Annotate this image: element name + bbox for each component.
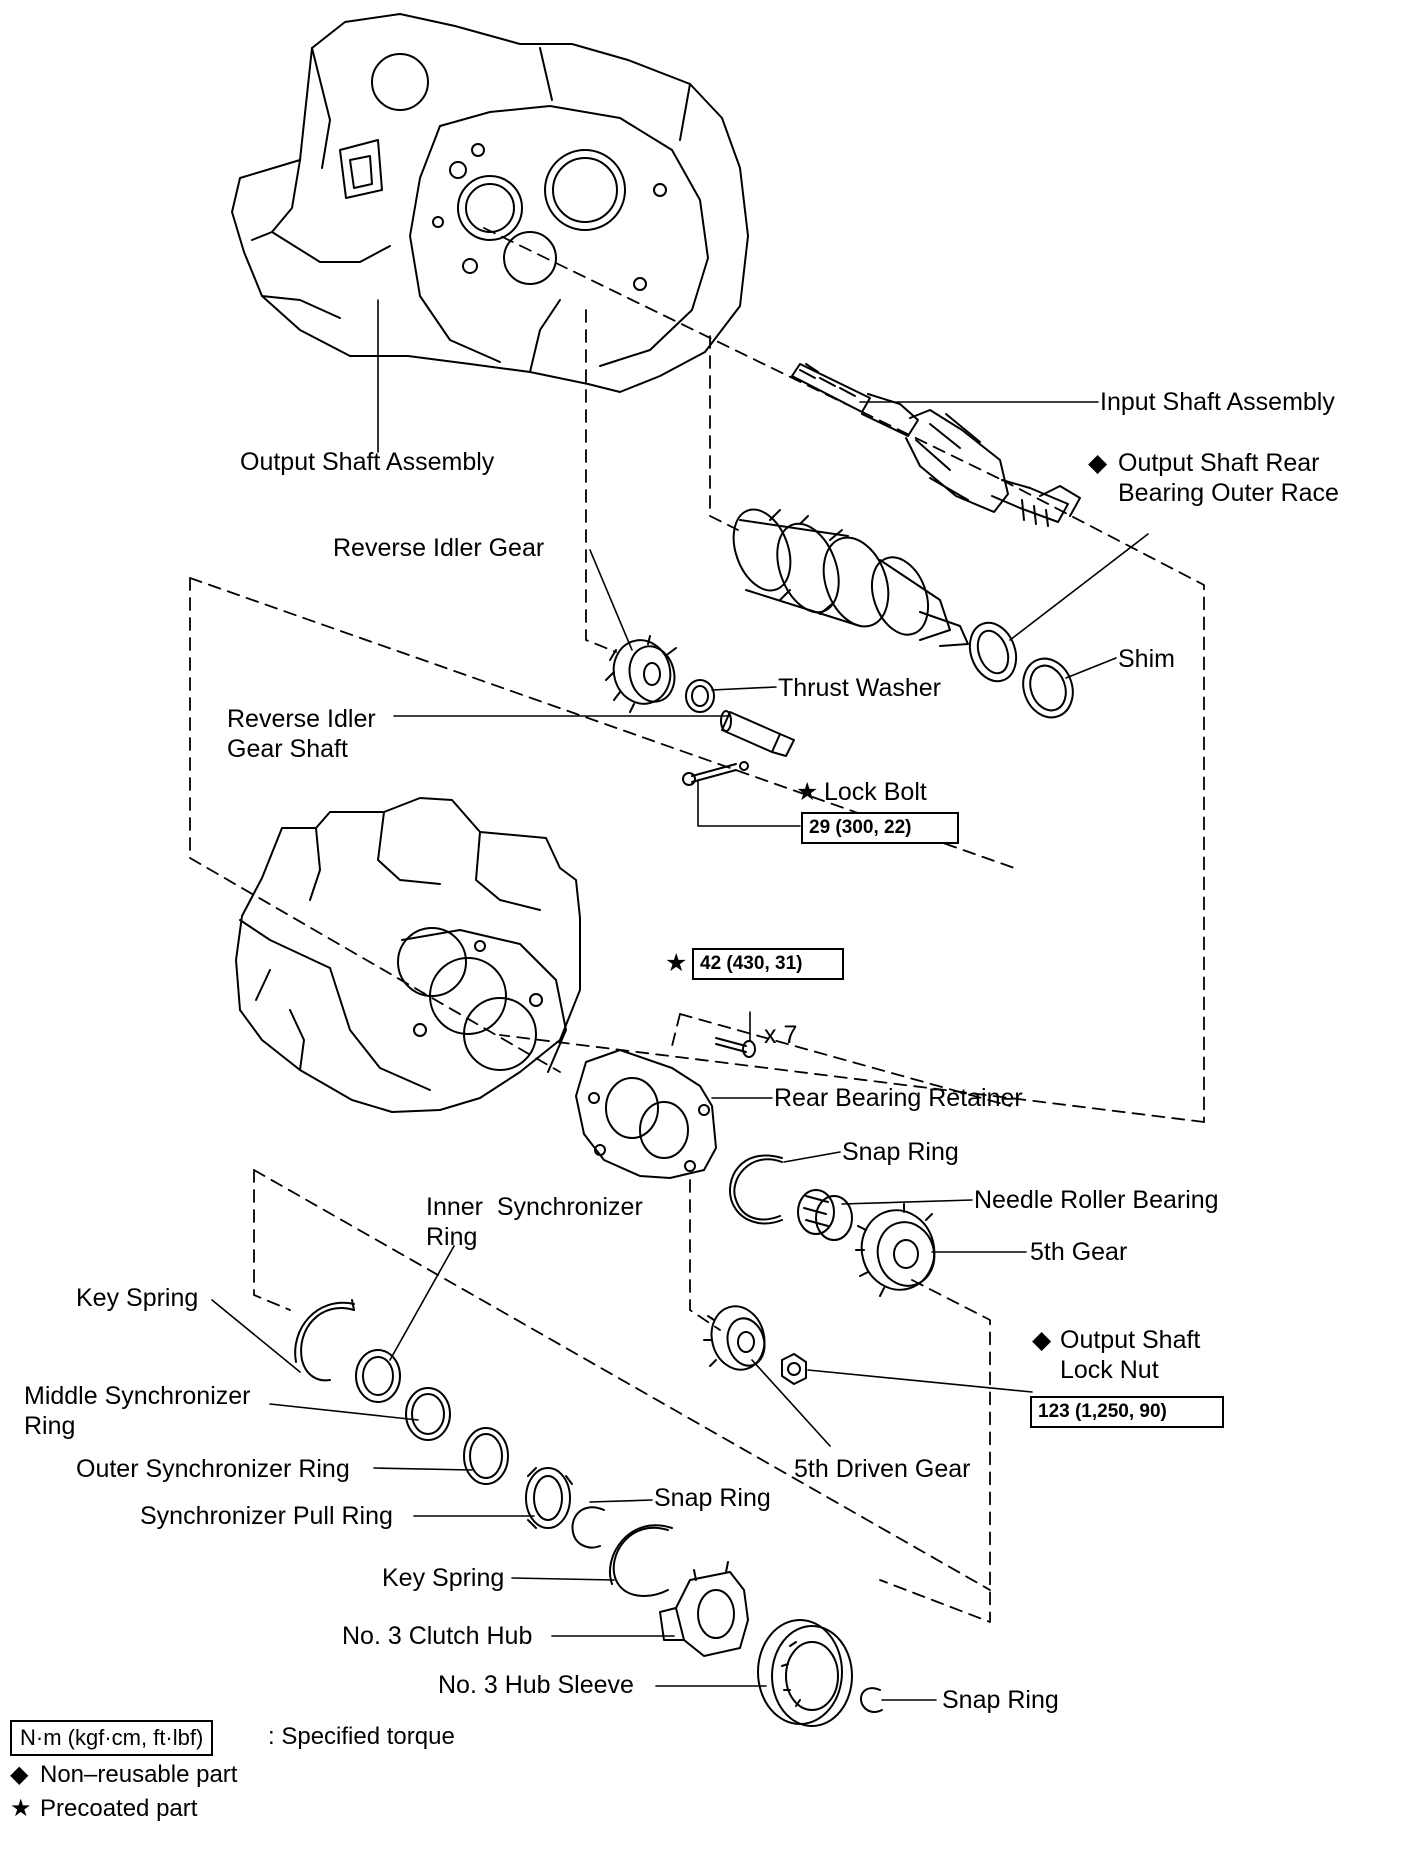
- legend-non-reusable-icon: ◆: [10, 1761, 29, 1788]
- thrust-washer: [685, 679, 715, 713]
- retainer-bolt: [715, 1037, 756, 1058]
- output-shaft-lock-nut: [781, 1353, 807, 1385]
- middle-synchronizer-ring: [405, 1387, 451, 1441]
- key-spring-lower: [609, 1524, 673, 1597]
- legend-torque-desc: : Specified torque: [268, 1723, 455, 1750]
- reverse-idler-gear-shaft: [720, 710, 795, 757]
- label-fifth-gear: 5th Gear: [1030, 1238, 1128, 1266]
- legend-precoated: Precoated part: [40, 1795, 198, 1822]
- label-fifth-driven-gear: 5th Driven Gear: [794, 1455, 971, 1483]
- label-reverse-idler-gear: Reverse Idler Gear: [333, 534, 545, 562]
- transaxle-case-upper: [231, 13, 749, 393]
- torque-lock-nut: 123 (1,250, 90): [1030, 1396, 1224, 1428]
- label-thrust-washer: Thrust Washer: [778, 674, 942, 702]
- label-output-shaft-lock-nut: Output Shaft Lock Nut: [1060, 1326, 1201, 1384]
- rear-bearing-retainer: [575, 1049, 717, 1179]
- label-output-shaft-rear-bearing-outer-race: Output Shaft Rear Bearing Outer Race: [1118, 449, 1339, 507]
- bearing-outer-race: [968, 621, 1018, 683]
- label-output-shaft-assembly: Output Shaft Assembly: [240, 448, 495, 476]
- non-reusable-icon: ◆: [1088, 449, 1108, 477]
- key-spring-upper: [294, 1299, 355, 1382]
- label-reverse-idler-gear-shaft: Reverse Idler Gear Shaft: [227, 705, 376, 763]
- dashed-guide-lines: [189, 227, 1205, 1623]
- label-inner-synchronizer-ring: Inner Synchronizer Ring: [426, 1193, 643, 1251]
- outer-synchronizer-ring: [463, 1427, 509, 1485]
- snap-ring-middle: [571, 1506, 605, 1549]
- no3-clutch-hub: [659, 1561, 749, 1657]
- shim: [1022, 657, 1074, 719]
- inner-synchronizer-ring: [355, 1349, 401, 1403]
- no3-hub-sleeve: [757, 1619, 853, 1727]
- synchronizer-pull-ring: [525, 1467, 573, 1529]
- label-needle-roller-bearing: Needle Roller Bearing: [974, 1186, 1219, 1214]
- label-outer-synchronizer-ring: Outer Synchronizer Ring: [76, 1455, 350, 1483]
- reverse-idler-gear: [605, 635, 677, 713]
- snap-ring-upper: [729, 1154, 783, 1225]
- fifth-gear: [855, 1203, 936, 1297]
- output-shaft-gear-cluster: [732, 508, 969, 647]
- fifth-driven-gear: [703, 1305, 766, 1371]
- label-snap-ring-2: Snap Ring: [654, 1484, 771, 1512]
- label-synchronizer-pull-ring: Synchronizer Pull Ring: [140, 1502, 393, 1530]
- snap-ring-lower: [860, 1687, 883, 1713]
- legend-torque-unit: N·m (kgf·cm, ft·lbf): [10, 1720, 214, 1756]
- label-input-shaft-assembly: Input Shaft Assembly: [1100, 388, 1335, 416]
- precoated-icon-retainer: ★: [665, 949, 688, 977]
- legend-non-reusable: Non–reusable part: [40, 1761, 238, 1788]
- needle-roller-bearing: [797, 1189, 853, 1241]
- torque-retainer-bolts: 42 (430, 31): [692, 948, 844, 980]
- non-reusable-icon-nut: ◆: [1032, 1326, 1052, 1354]
- label-rear-bearing-retainer: Rear Bearing Retainer: [774, 1084, 1023, 1112]
- label-key-spring-2: Key Spring: [382, 1564, 505, 1592]
- label-no3-hub-sleeve: No. 3 Hub Sleeve: [438, 1671, 634, 1699]
- input-shaft-assembly: [791, 363, 1081, 527]
- label-middle-synchronizer-ring: Middle Synchronizer Ring: [24, 1382, 251, 1440]
- label-shim: Shim: [1118, 645, 1175, 673]
- leader-lines: [211, 299, 1149, 1701]
- label-no3-clutch-hub: No. 3 Clutch Hub: [342, 1622, 533, 1650]
- transaxle-case-lower: [235, 797, 581, 1113]
- precoated-icon: ★: [796, 778, 819, 806]
- label-snap-ring-3: Snap Ring: [942, 1686, 1059, 1714]
- lock-bolt: [682, 761, 749, 786]
- label-key-spring-1: Key Spring: [76, 1284, 199, 1312]
- label-lock-bolt: Lock Bolt: [824, 778, 927, 806]
- label-snap-ring-1: Snap Ring: [842, 1138, 959, 1166]
- torque-lock-bolt: 29 (300, 22): [801, 812, 959, 844]
- legend-precoated-icon: ★: [10, 1795, 32, 1822]
- label-x7: x 7: [764, 1021, 798, 1049]
